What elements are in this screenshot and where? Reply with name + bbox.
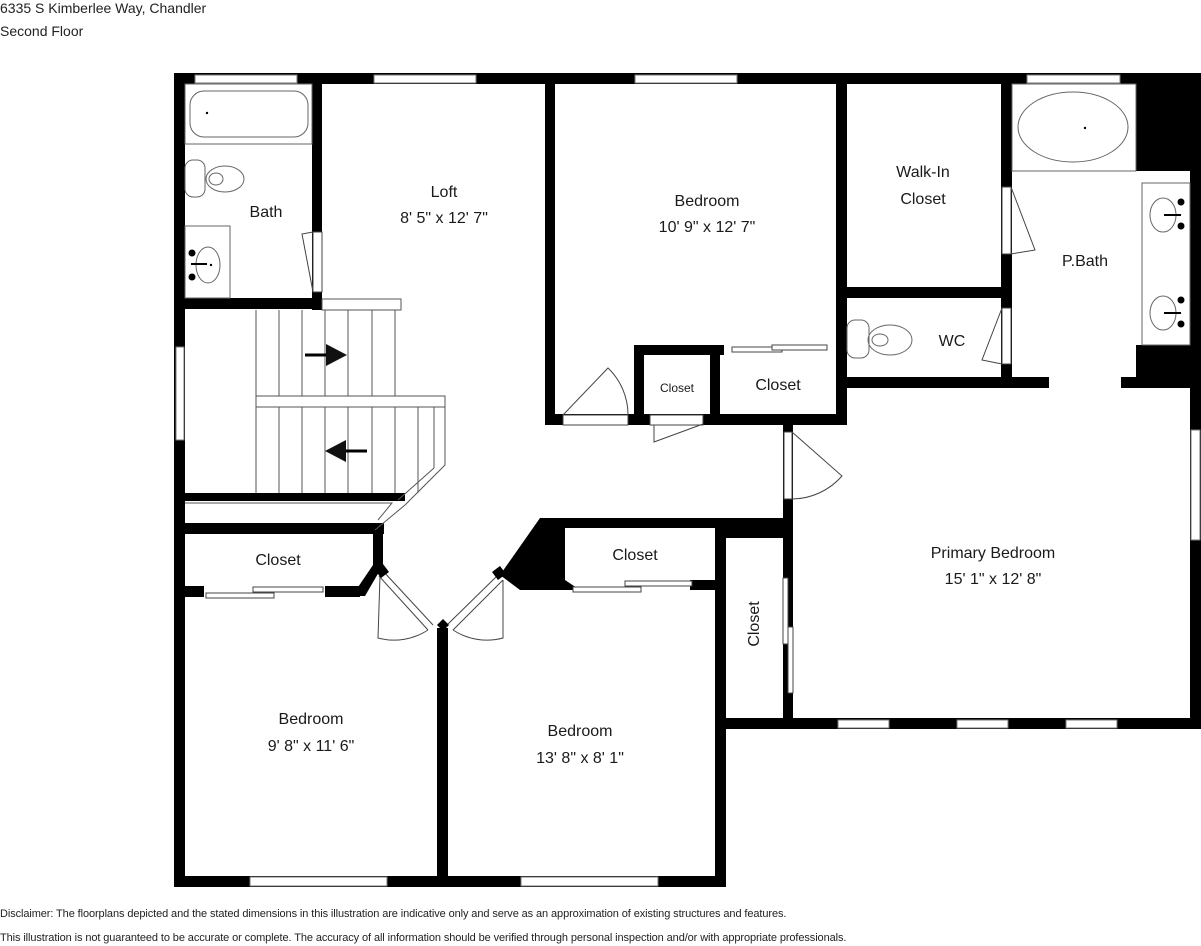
room-label-loft: Loft <box>430 184 458 201</box>
room-label-walk-in-closet: Walk-In <box>896 164 950 181</box>
room-label-bedroom-left: Bedroom <box>278 711 344 728</box>
room-label-bedroom-top: Bedroom <box>674 193 740 210</box>
room-label-bedroom-mid: Bedroom <box>547 723 613 740</box>
room-dims-loft: 8' 5" x 12' 7" <box>400 210 488 227</box>
property-address: 6335 S Kimberlee Way, Chandler <box>0 0 207 16</box>
room-label-closet-left: Closet <box>255 552 301 569</box>
doors <box>205 186 1036 694</box>
disclaimer-line-2: This illustration is not guaranteed to b… <box>0 932 847 944</box>
toilet-icon <box>846 319 913 359</box>
stair-arrow-up-icon <box>305 344 347 366</box>
floor-label: Second Floor <box>0 23 84 39</box>
oval-tub-icon <box>1017 91 1129 163</box>
room-label-primary-bedroom: Primary Bedroom <box>930 545 1056 562</box>
stair-arrow-down-icon <box>325 440 367 462</box>
walls <box>174 73 1201 887</box>
toilet-icon <box>184 159 245 198</box>
room-dims-bedroom-left: 9' 8" x 11' 6" <box>267 738 355 755</box>
room-label-bath: Bath <box>249 204 283 221</box>
faucets <box>188 111 1185 328</box>
room-label-closet-hall: Closet <box>755 377 801 394</box>
room-label-wc: WC <box>938 333 966 350</box>
fixtures <box>184 83 1191 359</box>
room-dims-bedroom-top: 10' 9" x 12' 7" <box>658 219 756 236</box>
room-label-p-bath: P.Bath <box>1062 253 1108 270</box>
room-label-closet-mid: Closet <box>612 547 658 564</box>
disclaimer-line-1: Disclaimer: The floorplans depicted and … <box>0 908 787 920</box>
bathtub-icon <box>189 90 309 138</box>
windows <box>175 74 1201 887</box>
room-label-closet-primary: Closet <box>746 601 763 647</box>
room-dims-bedroom-mid: 13' 8" x 8' 1" <box>536 750 624 767</box>
room-dims-primary-bedroom: 15' 1" x 12' 8" <box>944 571 1042 588</box>
room-label-walk-in-closet-2: Closet <box>900 191 946 208</box>
room-label-closet-small: Closet <box>659 381 695 395</box>
